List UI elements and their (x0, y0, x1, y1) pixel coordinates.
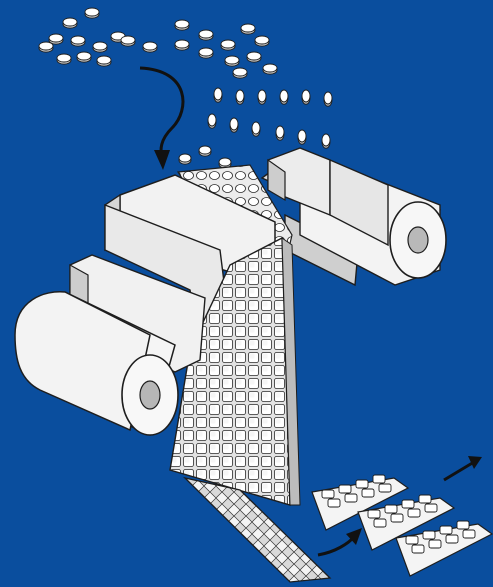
tablet (199, 146, 211, 156)
pack-cell (322, 490, 334, 498)
tablet (214, 88, 222, 102)
tablet (71, 36, 85, 46)
tablet (236, 90, 244, 104)
tablet (77, 52, 91, 62)
tablet (49, 34, 63, 44)
pack-cell (402, 500, 414, 508)
tablet (143, 42, 157, 52)
pack-cell (446, 535, 458, 543)
tablet (179, 154, 191, 164)
pack-cell (379, 484, 391, 492)
tablet (263, 64, 277, 74)
tablet (225, 56, 239, 66)
tablet (97, 56, 111, 66)
pack-cell (362, 489, 374, 497)
pack-cell (457, 521, 469, 529)
pack-cell (429, 540, 441, 548)
tablet (63, 18, 77, 28)
tablet (233, 68, 247, 78)
tablet (121, 36, 135, 46)
pack-cell (412, 545, 424, 553)
tablet (93, 42, 107, 52)
tablet (322, 134, 330, 148)
pack-cell (391, 514, 403, 522)
pack-cell (408, 509, 420, 517)
tablet (221, 40, 235, 50)
tablet (230, 118, 238, 132)
tablet (258, 90, 266, 104)
tablet (280, 90, 288, 104)
pack-cell (328, 499, 340, 507)
pack-cell (406, 536, 418, 544)
tablet (208, 114, 216, 128)
pack-cell (440, 526, 452, 534)
tablet (255, 36, 269, 46)
tablet (39, 42, 53, 52)
tablet (241, 24, 255, 34)
pack-cell (374, 519, 386, 527)
tablet (199, 30, 213, 40)
tablet (324, 92, 332, 106)
tablet (302, 90, 310, 104)
tablet (247, 52, 261, 62)
tablet (252, 122, 260, 136)
pack-cell (385, 505, 397, 513)
pack-cell (423, 531, 435, 539)
tablet (175, 40, 189, 50)
pack-cell (425, 504, 437, 512)
tablet (276, 126, 284, 140)
pack-cell (419, 495, 431, 503)
pack-cell (356, 480, 368, 488)
tablet (85, 8, 99, 18)
tablet (175, 20, 189, 30)
tablet (57, 54, 71, 64)
tablet (199, 48, 213, 58)
pack-cell (368, 510, 380, 518)
tablet (298, 130, 306, 144)
pack-cell (463, 530, 475, 538)
pack-cell (373, 475, 385, 483)
pack-cell (345, 494, 357, 502)
pack-cell (339, 485, 351, 493)
